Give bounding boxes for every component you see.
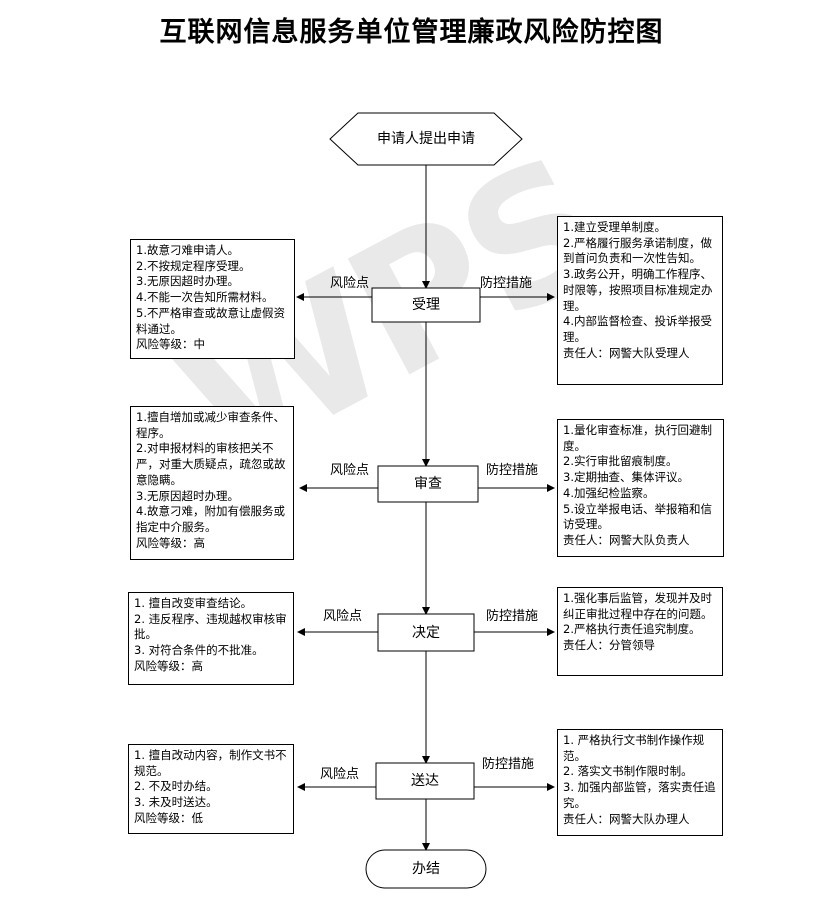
start-node-label: 申请人提出申请	[377, 131, 475, 147]
risk-level: 风险等级：高	[136, 535, 205, 550]
measure-item: 1.强化事后监管，发现并及时纠正审批过程中存在的问题。	[563, 591, 713, 621]
measure-box-decide: 1.强化事后监管，发现并及时纠正审批过程中存在的问题。 2.严格执行责任追究制度…	[557, 587, 723, 676]
risk-item: 4.不能一次告知所需材料。	[136, 290, 274, 305]
measure-item: 4.加强纪检监察。	[563, 485, 655, 500]
risk-item: 1. 擅自改变审查结论。	[134, 596, 253, 610]
risk-item: 1.故意刁难申请人。	[136, 243, 239, 257]
start-node-shape	[329, 112, 523, 166]
responsible-person: 责任人：网警大队办理人	[563, 811, 690, 826]
risk-box-accept: 1.故意刁难申请人。 2.不按规定程序受理。 3.无原因超时办理。 4.不能一次…	[130, 239, 295, 359]
measure-box-accept: 1.建立受理单制度。 2.严格履行服务承诺制度，做到首问负责和一次性告知。 3.…	[557, 216, 723, 385]
risk-item: 2. 违反程序、违规越权审核审批。	[134, 611, 287, 642]
stage-label-decide: 决定	[412, 625, 440, 641]
measure-item: 4.内部监督检查、投诉举报受理。	[563, 314, 712, 344]
risk-level: 风险等级：中	[136, 337, 205, 352]
responsible-person: 责任人：网警大队受理人	[563, 345, 690, 360]
risk-item: 2.不按规定程序受理。	[136, 258, 251, 273]
measure-item: 5.设立举报电话、举报箱和信访受理。	[563, 501, 712, 532]
risk-item: 1. 擅自改动内容，制作文书不规范。	[134, 748, 287, 778]
end-node-label: 办结	[412, 861, 440, 877]
responsible-person: 责任人：网警大队负责人	[563, 532, 690, 547]
risk-item: 4.故意刁难，附加有偿服务或指定中介服务。	[136, 504, 285, 534]
risk-item: 3. 对符合条件的不批准。	[134, 643, 264, 658]
risk-label-accept: 风险点	[330, 276, 370, 291]
measure-item: 3.定期抽查、集体评议。	[563, 470, 689, 485]
responsible-person: 责任人：分管领导	[563, 638, 655, 653]
measure-item: 2.严格履行服务承诺制度，做到首问负责和一次性告知。	[563, 235, 712, 266]
stage-label-review: 审查	[414, 476, 442, 492]
risk-item: 2.对申报材料的审核把关不严，对重大质疑点，疏忽或故意隐瞒。	[136, 441, 286, 487]
stage-box-review	[377, 465, 479, 503]
risk-label-decide: 风险点	[323, 609, 363, 624]
risk-level: 风险等级：高	[134, 658, 203, 673]
measure-item: 2. 落实文书制作限时制。	[563, 764, 693, 779]
measure-label-deliver: 防控措施	[482, 757, 535, 772]
stage-label-accept: 受理	[412, 297, 440, 313]
stage-box-deliver	[375, 762, 475, 800]
risk-item: 3. 未及时送达。	[134, 795, 218, 810]
risk-box-decide: 1. 擅自改变审查结论。 2. 违反程序、违规越权审核审批。 3. 对符合条件的…	[128, 592, 294, 685]
risk-label-deliver: 风险点	[320, 767, 360, 782]
risk-label-review: 风险点	[330, 463, 370, 478]
stage-box-decide	[377, 613, 475, 652]
measure-item: 2.严格执行责任追究制度。	[563, 622, 701, 637]
measure-label-accept: 防控措施	[480, 276, 533, 291]
page-title: 互联网信息服务单位管理廉政风险防控图	[159, 17, 664, 48]
measure-item: 1.建立受理单制度。	[563, 220, 666, 234]
risk-item: 2. 不及时办结。	[134, 779, 218, 794]
risk-item: 3.无原因超时办理。	[136, 488, 239, 503]
risk-item: 5.不严格审查或故意让虚假资料通过。	[136, 305, 285, 336]
end-node-shape	[365, 849, 487, 889]
measure-box-review: 1.量化审查标准，执行回避制度。 2.实行审批留痕制度。 3.定期抽查、集体评议…	[557, 419, 724, 557]
measure-item: 1. 严格执行文书制作操作规范。	[563, 733, 705, 763]
risk-item: 1.擅自增加或减少审查条件、程序。	[136, 410, 285, 440]
risk-item: 3.无原因超时办理。	[136, 274, 239, 289]
risk-box-review: 1.擅自增加或减少审查条件、程序。 2.对申报材料的审核把关不严，对重大质疑点，…	[130, 406, 294, 560]
measure-item: 2.实行审批留痕制度。	[563, 454, 678, 469]
stage-label-deliver: 送达	[411, 773, 439, 789]
measure-item: 3. 加强内部监管，落实责任追究。	[563, 780, 716, 810]
measure-label-decide: 防控措施	[486, 609, 539, 624]
stage-box-accept	[371, 287, 481, 323]
measure-item: 3.政务公开，明确工作程序、时限等，按照项目标准规定办理。	[563, 267, 713, 313]
risk-box-deliver: 1. 擅自改动内容，制作文书不规范。 2. 不及时办结。 3. 未及时送达。 风…	[128, 744, 294, 834]
measure-label-review: 防控措施	[486, 463, 539, 478]
risk-level: 风险等级：低	[134, 810, 203, 825]
measure-box-deliver: 1. 严格执行文书制作操作规范。 2. 落实文书制作限时制。 3. 加强内部监管…	[557, 729, 723, 836]
measure-item: 1.量化审查标准，执行回避制度。	[563, 423, 712, 453]
